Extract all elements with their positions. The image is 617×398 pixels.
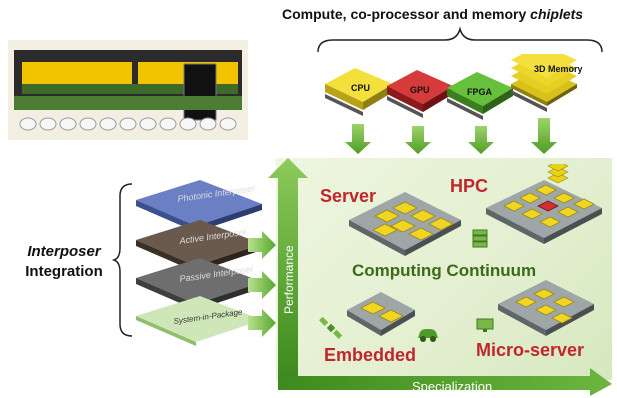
satellite-icon	[319, 316, 343, 339]
server-label: Server	[320, 186, 377, 206]
performance-label: Performance	[282, 245, 296, 314]
title-text: Compute, co-processor and memory	[282, 6, 531, 22]
cpu-label: CPU	[351, 83, 370, 93]
interposer-bracket	[112, 183, 133, 337]
fpga-label: FPGA	[467, 87, 493, 97]
server-board	[349, 192, 461, 256]
specialization-axis	[278, 368, 612, 396]
gpu-chiplet: GPU	[387, 70, 453, 118]
memory-chiplet: 3D Memory	[511, 54, 583, 112]
interposer-right-arrows	[248, 231, 276, 337]
fpga-chiplet: FPGA	[447, 72, 513, 120]
diagram-title: Compute, co-processor and memory chiplet…	[282, 6, 583, 22]
server-rack-icon	[472, 229, 488, 248]
interposer-label-italic: Interposer	[27, 243, 101, 260]
embedded-board	[347, 292, 415, 336]
cpu-chiplet: CPU	[325, 68, 393, 116]
micro-server-board	[498, 280, 594, 336]
micro-server-label: Micro-server	[476, 340, 585, 360]
interposer-stack: Photonic Interposer Active Interposer Pa…	[136, 180, 276, 346]
embedded-label: Embedded	[324, 345, 417, 365]
sip-layer: System-in-Package	[136, 296, 262, 346]
continuum-axes	[268, 158, 612, 396]
chiplet-down-arrows	[345, 118, 557, 154]
computing-continuum-label: Computing Continuum	[352, 261, 537, 280]
car-icon	[418, 329, 438, 342]
interposer-integration-label: Interposer Integration	[14, 242, 114, 282]
chiplets-bracket	[317, 26, 603, 53]
monitor-icon	[476, 318, 494, 332]
package-cross-section-image	[8, 40, 248, 140]
title-italic-text: chiplets	[530, 6, 584, 22]
memory-label: 3D Memory	[534, 64, 583, 74]
specialization-label: Specialization	[412, 379, 493, 394]
interposer-label-plain: Integration	[25, 263, 103, 280]
gpu-label: GPU	[410, 85, 430, 95]
performance-axis	[268, 158, 308, 376]
hpc-board	[486, 164, 602, 244]
hpc-label: HPC	[450, 176, 489, 196]
chiplets-row: CPU GPU FPGA 3D Memory	[325, 54, 583, 154]
